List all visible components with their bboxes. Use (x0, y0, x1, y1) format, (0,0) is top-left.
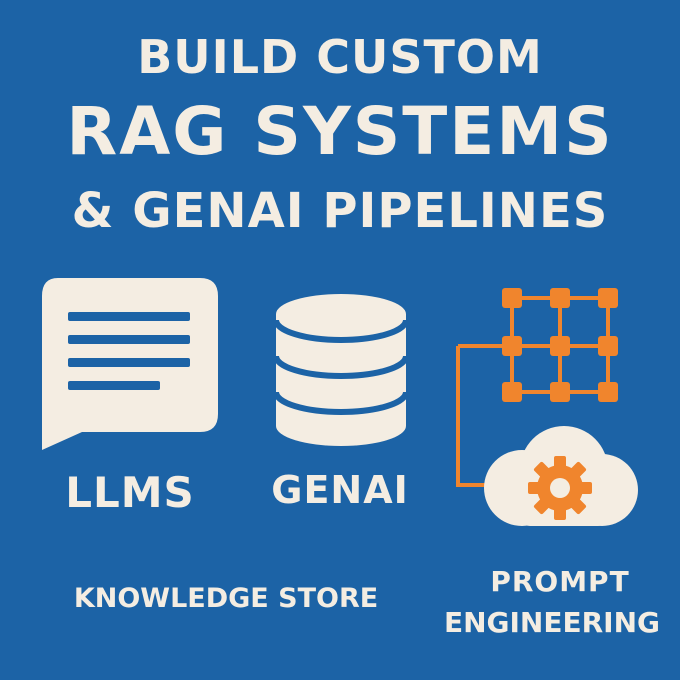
headline-line-1: BUILD CUSTOM (137, 30, 543, 84)
cloud-gear-icon (484, 426, 638, 526)
headline-line-2: RAG SYSTEMS (66, 93, 614, 170)
label-engineering: ENGINEERING (443, 606, 661, 639)
label-llms: LLMS (65, 468, 195, 517)
label-prompt: PROMPT (490, 565, 630, 598)
chat-bubble-icon (42, 278, 218, 450)
label-knowledge-store: KNOWLEDGE STORE (73, 583, 379, 614)
label-genai: GENAI (271, 468, 409, 512)
pipeline-grid-icon (456, 288, 618, 487)
headline-line-3: & GENAI PIPELINES (71, 183, 609, 239)
database-icon (274, 294, 408, 446)
